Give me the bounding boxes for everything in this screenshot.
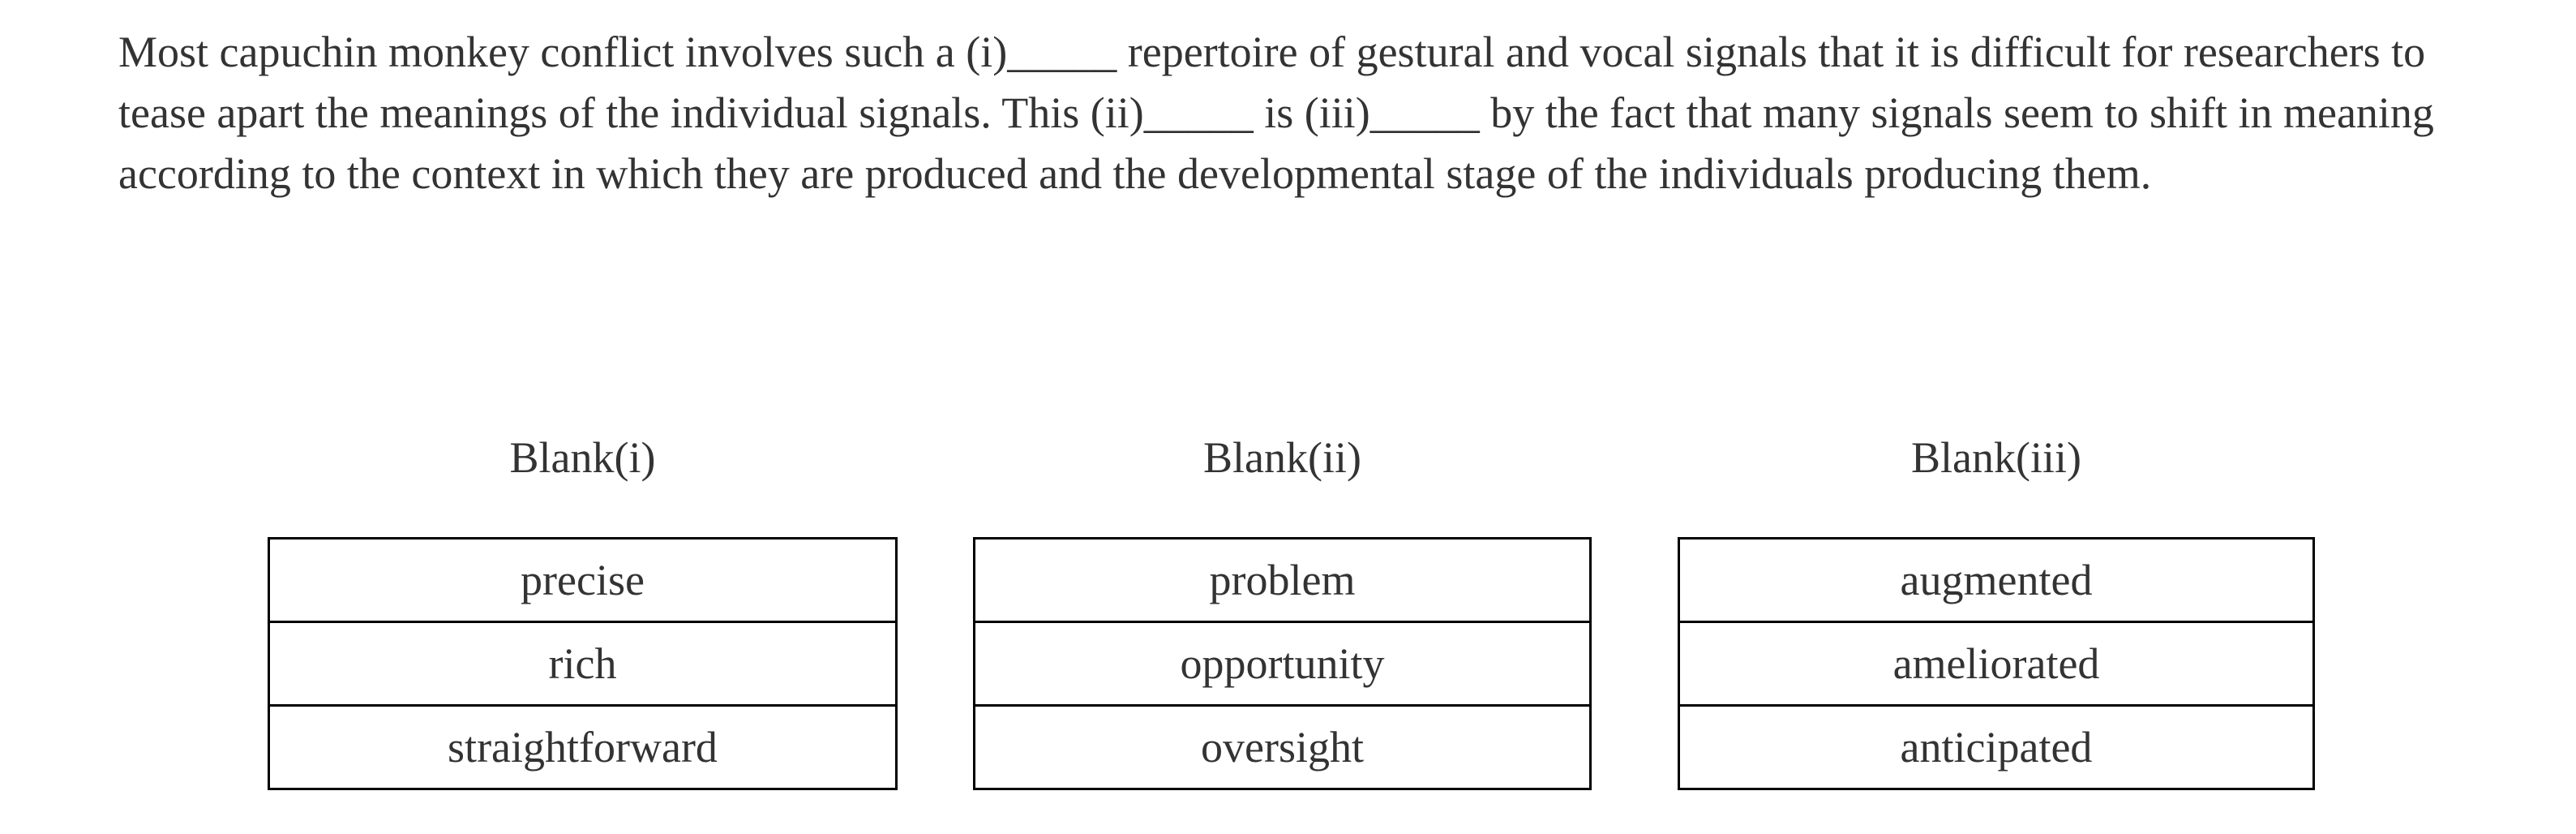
blank-i-option-1[interactable]: precise xyxy=(270,540,895,621)
blank-ii-option-3[interactable]: oversight xyxy=(975,704,1589,788)
question-passage: Most capuchin monkey conflict involves s… xyxy=(118,22,2434,204)
blank-ii-header: Blank(ii) xyxy=(1203,433,1361,482)
blank-ii-option-1[interactable]: problem xyxy=(975,540,1589,621)
passage-line-2: tease apart the meanings of the individu… xyxy=(118,88,2434,137)
blank-ii-options-table: problem opportunity oversight xyxy=(973,537,1592,790)
blank-i-option-3[interactable]: straightforward xyxy=(270,704,895,788)
passage-line-3: according to the context in which they a… xyxy=(118,149,2152,198)
blank-i-options-table: precise rich straightforward xyxy=(268,537,898,790)
blank-iii-option-1[interactable]: augmented xyxy=(1680,540,2312,621)
blank-i-header: Blank(i) xyxy=(509,433,656,482)
passage-line-1: Most capuchin monkey conflict involves s… xyxy=(118,28,2426,76)
blank-iii-header: Blank(iii) xyxy=(1911,433,2081,482)
blank-i-option-2[interactable]: rich xyxy=(270,621,895,704)
blank-ii-option-2[interactable]: opportunity xyxy=(975,621,1589,704)
blank-iii-option-3[interactable]: anticipated xyxy=(1680,704,2312,788)
blank-iii-option-2[interactable]: ameliorated xyxy=(1680,621,2312,704)
blank-iii-options-table: augmented ameliorated anticipated xyxy=(1678,537,2315,790)
